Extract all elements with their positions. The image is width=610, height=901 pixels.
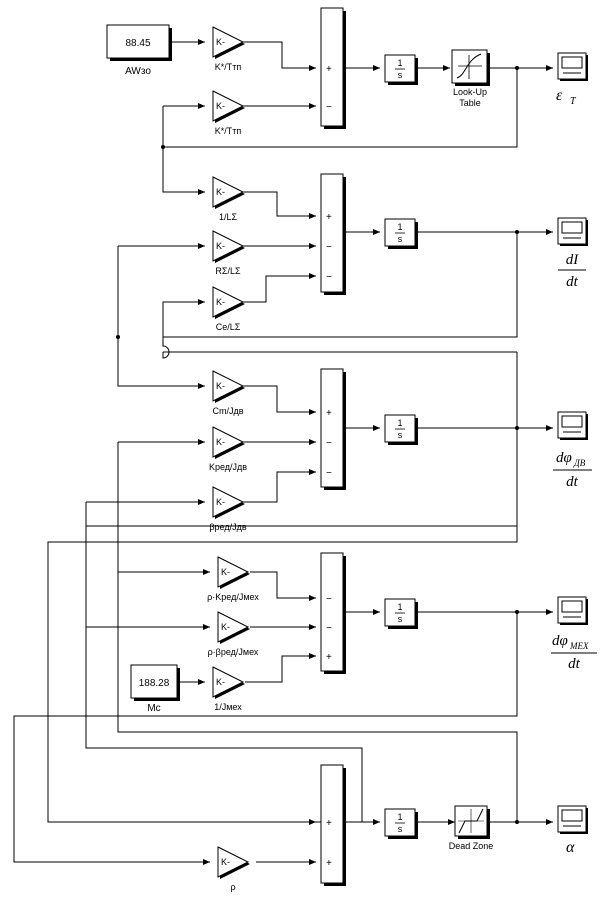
scope-3[interactable]: dφ ДВ dt [553,411,592,490]
gain-text: K- [216,37,225,47]
scope-5[interactable]: α [557,805,589,856]
gain-block-g8[interactable]: K-βред/Jдв [209,486,247,532]
sum-3-minus-a: − [326,438,332,449]
sum-block-5[interactable]: + + [320,764,346,886]
sum-4-plus: + [326,652,332,663]
scope-5-label: α [566,839,575,856]
sum-1-minus: − [326,102,332,113]
gain-block-g10[interactable]: K-ρ·βред/Jмех [208,611,259,657]
gain-label: ρ·Kред/Jмех [207,592,259,602]
gain-block-g4[interactable]: K- RΣ/LΣ [212,230,245,276]
integrator-block-3[interactable]: 1s [384,414,418,445]
sum-3-plus: + [326,408,332,419]
integrator-den: s [398,614,403,624]
integrator-num: 1 [397,812,402,822]
integrator-block-1[interactable]: 1s [384,54,418,85]
gain-block-g6[interactable]: K- Cm/Jдв [212,370,245,416]
gain-block-g5[interactable]: K- Cе/LΣ [212,286,245,332]
gain-block-g1[interactable]: K- K*/Tтп [212,26,245,72]
gain-text: K- [216,677,225,687]
sum-2-plus: + [326,212,332,223]
gain-block-g12[interactable]: K-ρ [217,846,250,892]
integrator-block-5[interactable]: 1s [384,808,418,839]
gain-block-g7[interactable]: K- Kред/Jдв [209,426,247,472]
constant-m-c-value: 188.28 [139,678,170,689]
gain-text: K- [221,567,230,577]
sum-1-plus: + [326,64,332,75]
scope-3-den: dt [566,474,579,490]
sum-block-2[interactable]: + − − [320,173,346,295]
gain-label: βред/Jдв [209,522,246,532]
sum-5-plus-b: + [326,858,332,869]
gain-text: K- [216,101,225,111]
sum-block-3[interactable]: + − − [320,368,346,490]
scope-3-num-sub: ДВ [573,458,586,468]
gain-label: RΣ/LΣ [215,266,241,276]
scope-4-den: dt [568,656,581,672]
gain-block-g2[interactable]: K- K*/Tтп [212,90,245,136]
gain-text: K- [216,381,225,391]
dead-zone-label: Dead Zone [449,841,494,851]
constant-aw-zo-label: AWзо [125,66,151,77]
gain-text: K- [216,297,225,307]
gain-text: K- [216,241,225,251]
gain-text: K- [216,437,225,447]
signal-lines [13,39,553,865]
gain-block-g3[interactable]: K- 1/LΣ [212,176,245,222]
gain-block-g9[interactable]: K-ρ·Kред/Jмех [207,556,259,602]
integrator-num: 1 [397,418,402,428]
gain-label: K*/Tтп [215,62,242,72]
gain-block-g11[interactable]: K- 1/Jмех [212,666,245,712]
sum-4-minus-a: − [326,594,332,605]
scope-4-num: dφ [552,633,568,649]
lookup-table-block[interactable]: Look-Up Table [451,49,490,108]
gain-text: K- [216,187,225,197]
gain-label: Kред/Jдв [209,462,247,472]
scope-4[interactable]: dφ МЕХ dt [551,596,597,672]
constant-aw-zo[interactable]: 88.45 AWзо [106,24,172,77]
integrator-den: s [398,70,403,80]
gain-label: Cm/Jдв [212,406,243,416]
integrator-den: s [398,430,403,440]
gain-label: K*/Tтп [215,126,242,136]
gain-text: K- [221,622,230,632]
lookup-label-line2: Table [459,98,481,108]
integrator-den: s [398,234,403,244]
gain-label: 1/LΣ [219,212,238,222]
gain-label: Cе/LΣ [216,322,241,332]
scope-2-den: dt [566,274,579,290]
gain-label: ρ [230,882,235,892]
integrator-num: 1 [397,58,402,68]
scope-4-num-sub: МЕХ [569,641,589,651]
sum-4-minus-b: − [326,623,332,634]
dead-zone-block[interactable]: Dead Zone [449,805,494,851]
integrator-num: 1 [397,602,402,612]
sum-2-minus-b: − [326,272,332,283]
constant-m-c-label: Mс [147,703,160,714]
lookup-label-line1: Look-Up [453,87,487,97]
scope-2-num: dI [566,252,580,268]
sum-block-1[interactable]: + − [320,7,346,129]
constant-m-c[interactable]: 188.28 Mс [130,664,180,714]
gain-label: 1/Jмех [214,702,242,712]
gain-label: ρ·βред/Jмех [208,647,259,657]
scope-1[interactable]: ε T [556,52,589,107]
sum-5-plus: + [326,818,332,829]
scope-1-sub: T [570,96,577,107]
sum-2-minus-a: − [326,242,332,253]
scope-2[interactable]: dI dt [557,217,589,290]
scope-3-num: dφ [556,450,572,466]
integrator-block-4[interactable]: 1s [384,598,418,629]
scope-1-label: ε [556,87,563,104]
integrator-den: s [398,824,403,834]
gain-text: K- [216,497,225,507]
sum-block-4[interactable]: − − + [320,552,346,674]
gain-text: K- [221,857,230,867]
integrator-block-2[interactable]: 1s [384,218,418,249]
constant-aw-zo-value: 88.45 [125,38,150,49]
integrator-num: 1 [397,222,402,232]
sum-3-minus-b: − [326,468,332,479]
